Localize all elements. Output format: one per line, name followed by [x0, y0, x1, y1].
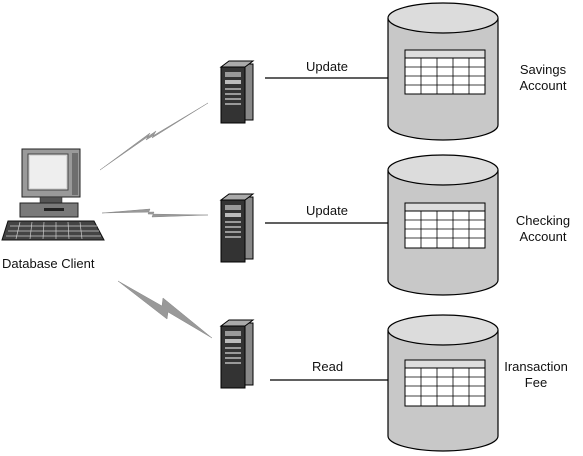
operation-label-bottom: Read: [312, 359, 344, 374]
account-name-line1: Iransaction: [504, 359, 568, 374]
account-label-top: Savings Account: [498, 62, 583, 94]
account-label-middle: Checking Account: [498, 213, 583, 245]
account-label-bottom: Iransaction Fee: [491, 359, 581, 391]
server-icon-middle: [219, 193, 255, 263]
account-name-line2: Fee: [524, 375, 548, 390]
operation-label-top: Update: [306, 59, 348, 74]
account-name-line1: Checking: [515, 213, 571, 228]
table-icon-bottom: [404, 359, 486, 407]
table-icon-top: [404, 49, 486, 95]
server-icon-top: [219, 60, 255, 124]
lightning-bolt-bottom: [117, 280, 213, 339]
lightning-bolt-top: [99, 102, 209, 171]
table-icon-middle: [404, 202, 486, 249]
account-name-line2: Account: [519, 229, 567, 244]
computer-icon: [1, 148, 105, 241]
lightning-bolt-middle: [101, 208, 209, 218]
server-icon-bottom: [219, 319, 255, 389]
account-name-line1: Savings: [519, 62, 567, 77]
account-name-line2: Account: [519, 78, 567, 93]
client-label: Database Client: [2, 256, 95, 271]
operation-label-middle: Update: [306, 203, 348, 218]
